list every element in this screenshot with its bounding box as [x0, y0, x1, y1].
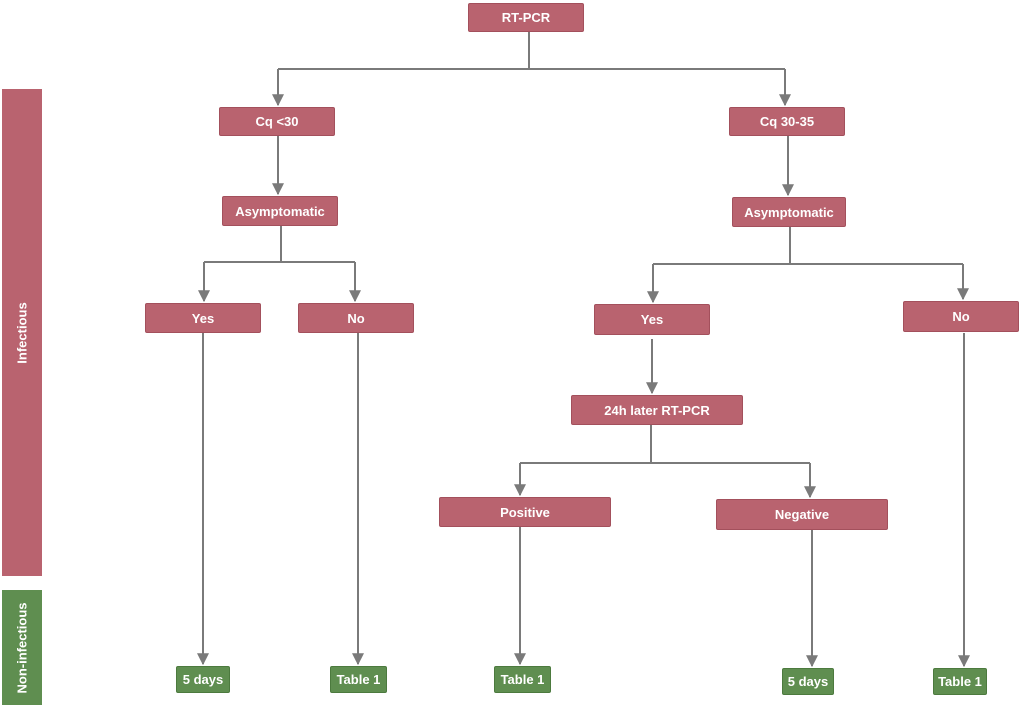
node-yes-right: Yes	[594, 304, 710, 335]
node-negative: Negative	[716, 499, 888, 530]
edge-asym-right-split	[653, 227, 963, 265]
non-infectious-band: Non-infectious	[2, 590, 42, 705]
node-yes-left: Yes	[145, 303, 261, 333]
node-positive: Positive	[439, 497, 611, 527]
infectious-band-label: Infectious	[14, 301, 30, 364]
node-asymptomatic-right: Asymptomatic	[732, 197, 846, 227]
node-24h-later-rt-pcr: 24h later RT-PCR	[571, 395, 743, 425]
node-rt-pcr: RT-PCR	[468, 3, 584, 32]
node-no-left: No	[298, 303, 414, 333]
edge-root-split	[278, 31, 785, 70]
node-no-right: No	[903, 301, 1019, 332]
node-cq-under-30: Cq <30	[219, 107, 335, 136]
outcome-table-1-left: Table 1	[330, 666, 387, 693]
outcome-table-1-middle: Table 1	[494, 666, 551, 693]
outcome-table-1-right: Table 1	[933, 668, 987, 695]
outcome-5-days-left: 5 days	[176, 666, 230, 693]
non-infectious-band-label: Non-infectious	[14, 602, 30, 693]
edge-retest-split	[520, 425, 810, 464]
infectious-band: Infectious	[2, 89, 42, 576]
outcome-5-days-right: 5 days	[782, 668, 834, 695]
node-asymptomatic-left: Asymptomatic	[222, 196, 338, 226]
edge-asym-left-split	[204, 226, 355, 263]
node-cq-30-35: Cq 30-35	[729, 107, 845, 136]
